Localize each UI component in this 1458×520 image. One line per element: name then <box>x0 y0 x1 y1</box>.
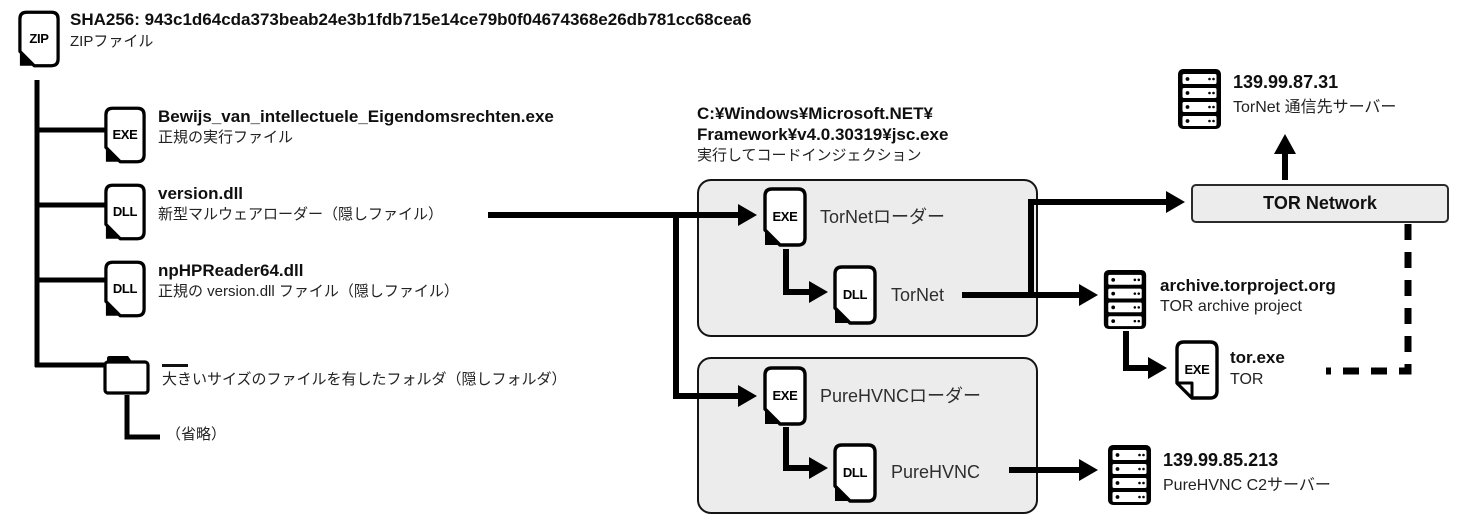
file-name: version.dll <box>158 184 244 203</box>
purehvnc-loader-exe-icon: EXE <box>763 366 807 426</box>
dll-icon-label: DLL <box>112 281 138 297</box>
dll-file-icon: DLL <box>104 259 146 319</box>
folder-icon <box>103 354 150 395</box>
zip-type-label: ZIPファイル <box>70 33 154 50</box>
tornet-server-ip: 139.99.87.31 <box>1233 72 1339 92</box>
exe-icon-label: EXE <box>112 127 138 143</box>
omitted-note: （省略） <box>166 426 227 443</box>
exe-icon-label: EXE <box>772 209 798 225</box>
dll-file-icon: DLL <box>104 182 146 242</box>
tornet-dll-name: TorNet <box>891 285 945 305</box>
dashed-link-torexe-tor-network <box>1326 224 1412 375</box>
zip-file-icon: ZIP <box>18 8 60 70</box>
dll-icon-label: DLL <box>842 465 868 481</box>
exe-icon-label: EXE <box>772 388 798 404</box>
tornet-server-desc: TorNet 通信先サーバー <box>1233 99 1397 116</box>
dll-icon-label: DLL <box>112 204 138 220</box>
tornet-loader-name: TorNetローダー <box>820 207 946 227</box>
sha256-hash: SHA256: 943c1d64cda373beab24e3b1fdb715e1… <box>70 10 752 29</box>
file-name: Bewijs_van_intellectuele_Eigendomsrechte… <box>158 107 554 126</box>
tree-branch-omitted <box>124 395 160 440</box>
dll-icon-label: DLL <box>842 287 868 303</box>
purehvnc-loader-name: PureHVNCローダー <box>820 386 982 406</box>
tor-exe-desc: TOR <box>1230 371 1264 388</box>
purehvnc-dll-icon: DLL <box>833 443 877 503</box>
exe-icon-label: EXE <box>1184 362 1210 378</box>
server-icon <box>1102 269 1148 330</box>
arrowhead <box>1079 284 1098 306</box>
jsc-path-line1: C:¥Windows¥Microsoft.NET¥ <box>697 104 933 123</box>
tor-network-box: TOR Network <box>1191 184 1449 223</box>
file-desc: 正規の version.dll ファイル（隠しファイル） <box>158 283 459 300</box>
server-icon <box>1177 68 1222 130</box>
arrow-archive-to-torexe <box>1123 331 1150 371</box>
tor-exe-name: tor.exe <box>1230 348 1285 367</box>
exe-file-icon: EXE <box>104 105 146 165</box>
jsc-path-line2: Framework¥v4.0.30319¥jsc.exe <box>697 125 949 144</box>
arrowhead <box>1166 191 1185 213</box>
zip-icon-label: ZIP <box>29 31 49 47</box>
tornet-dll-icon: DLL <box>833 265 877 325</box>
folder-desc: 大きいサイズのファイルを有したフォルダ（隠しフォルダ） <box>162 371 567 388</box>
arrowhead <box>1079 459 1098 481</box>
tor-network-label: TOR Network <box>1263 193 1377 213</box>
injection-desc: 実行してコードインジェクション <box>697 147 922 164</box>
purehvnc-server-ip: 139.99.85.213 <box>1163 450 1279 470</box>
tornet-loader-exe-icon: EXE <box>763 187 807 247</box>
arrowhead <box>1274 134 1296 154</box>
tor-exe-icon: EXE <box>1175 340 1219 400</box>
purehvnc-server-desc: PureHVNC C2サーバー <box>1163 477 1331 494</box>
redacted-folder-name-line <box>162 364 188 367</box>
purehvnc-dll-name: PureHVNC <box>891 462 981 482</box>
archive-server-desc: TOR archive project <box>1160 298 1302 315</box>
arrowhead <box>1148 357 1167 379</box>
file-name: npHPReader64.dll <box>158 261 304 280</box>
file-desc: 正規の実行ファイル <box>158 129 294 146</box>
server-icon <box>1107 444 1152 506</box>
file-desc: 新型マルウェアローダー（隠しファイル） <box>158 206 444 223</box>
archive-server-host: archive.torproject.org <box>1160 276 1336 295</box>
